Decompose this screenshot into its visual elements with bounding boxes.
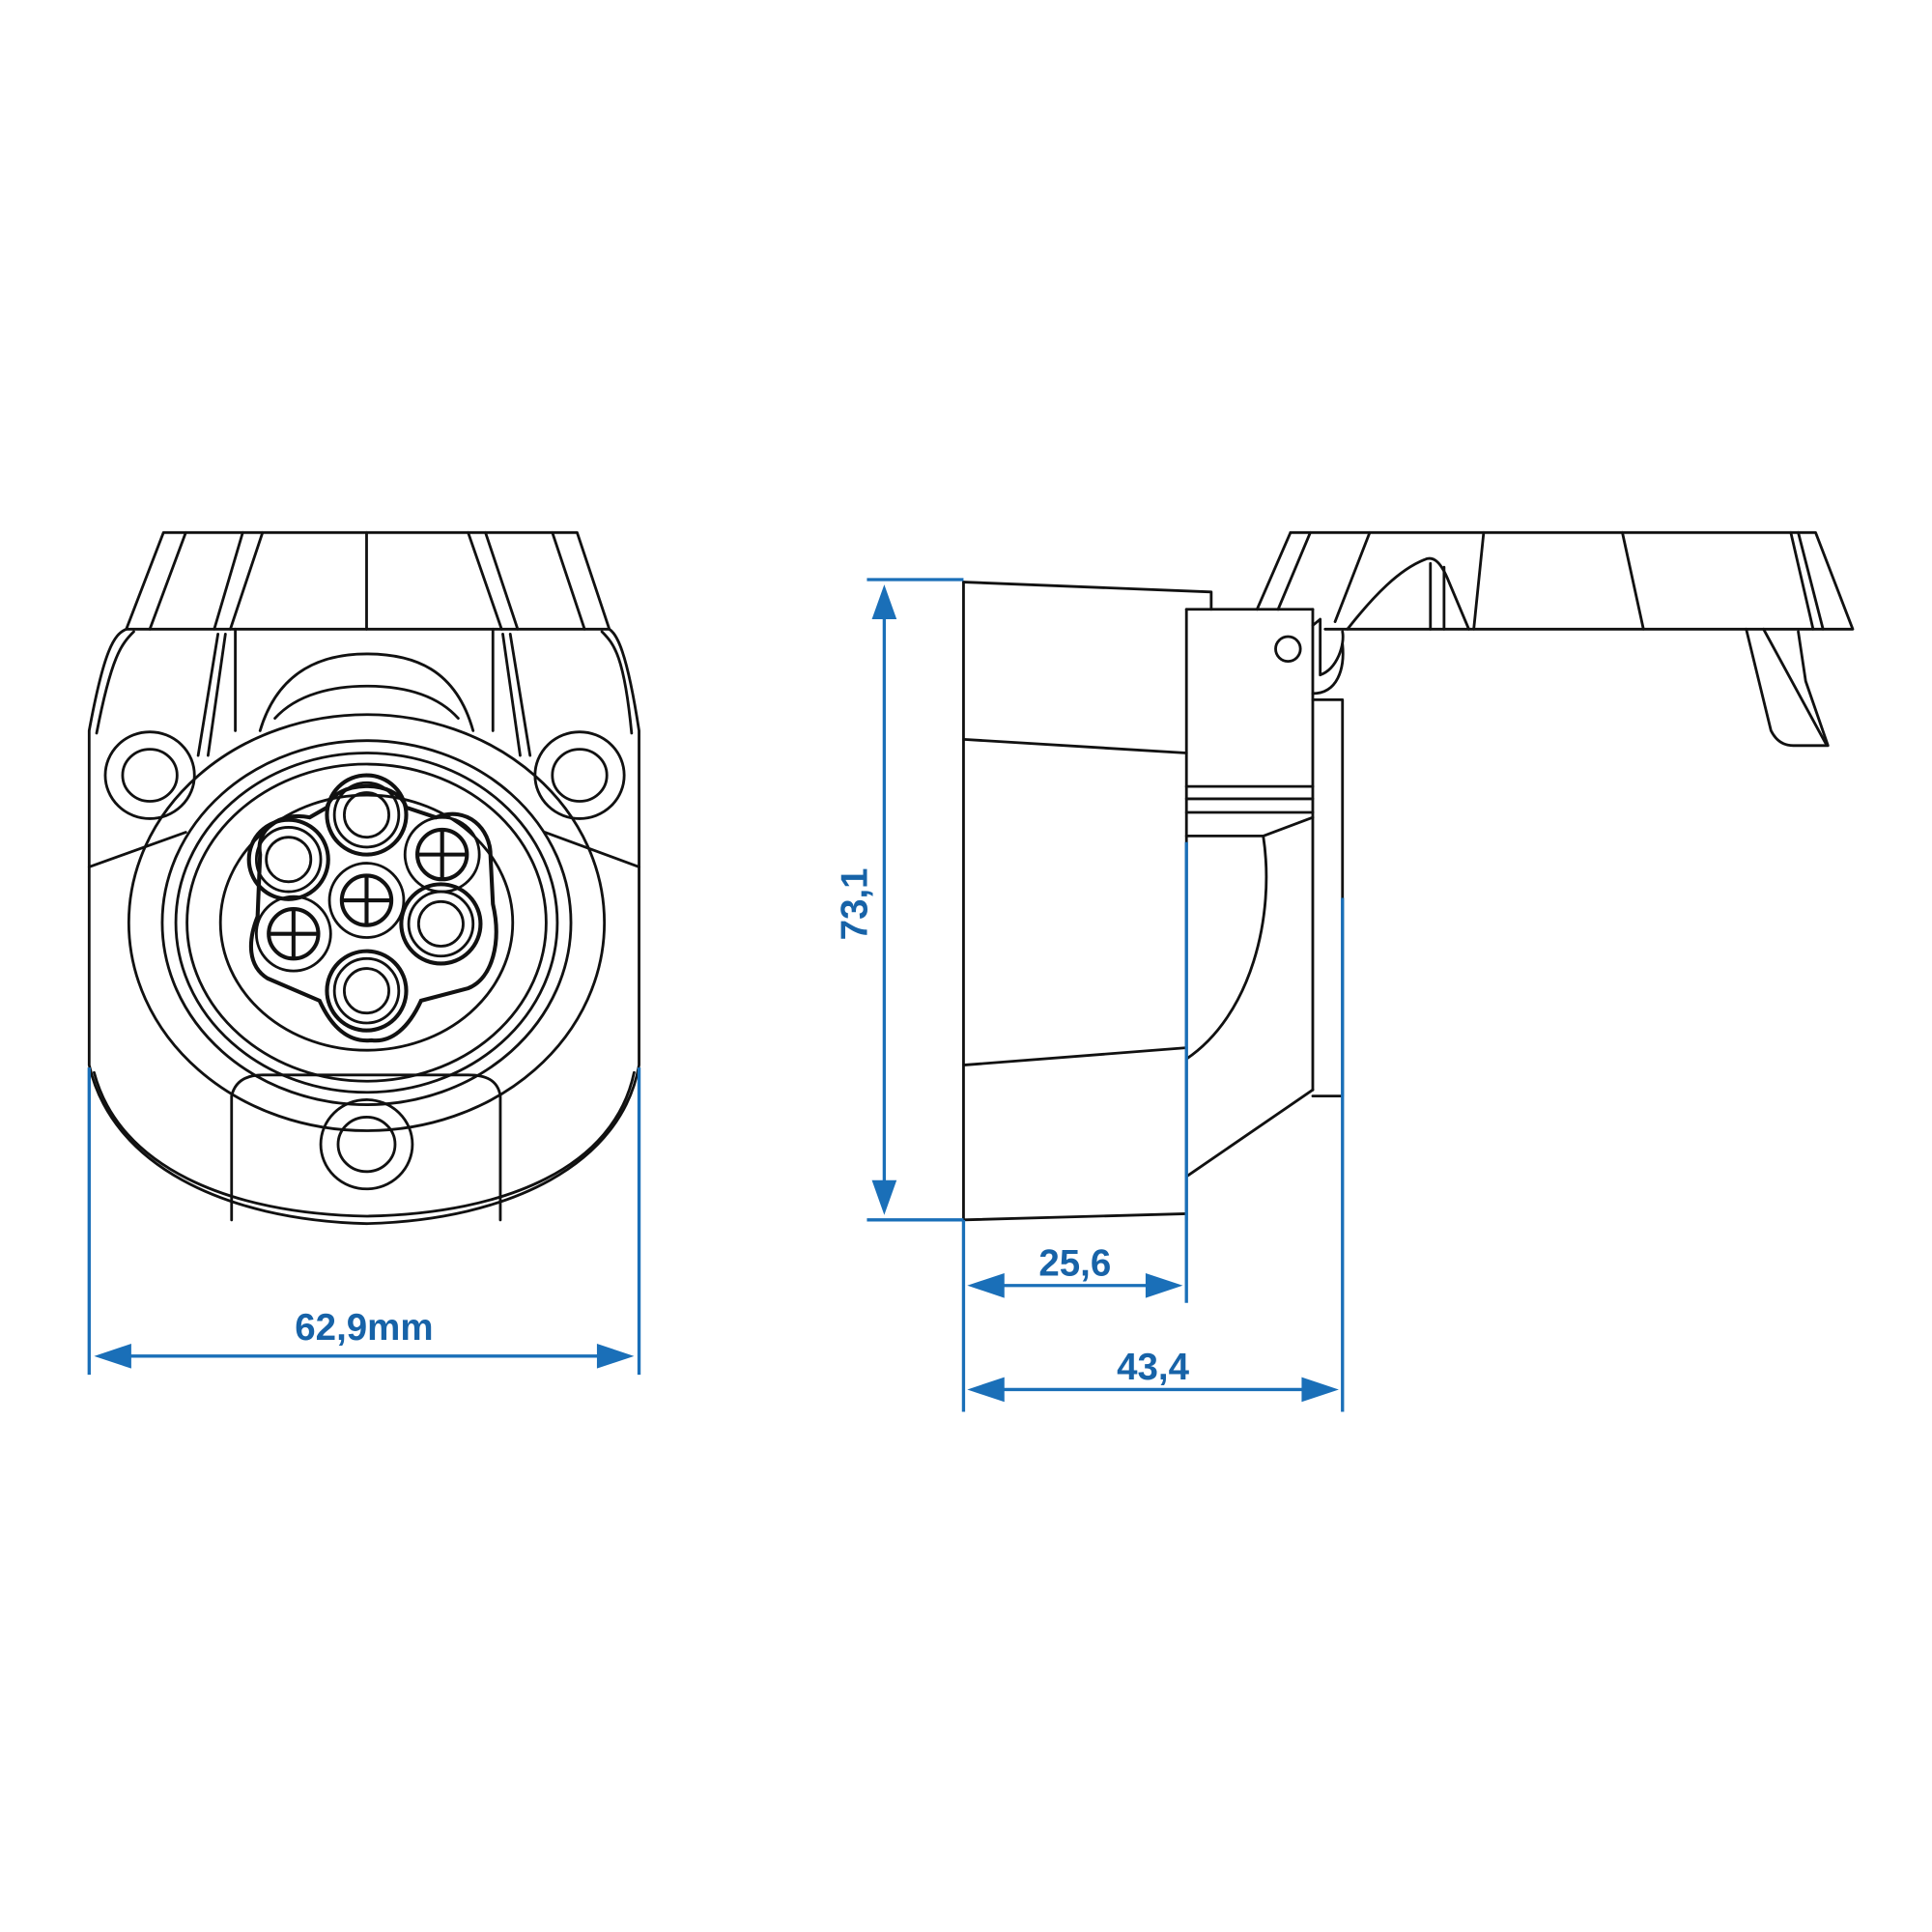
mounting-hole-bottom — [319, 1098, 414, 1191]
mounting-hole-right — [533, 730, 626, 820]
label-side-body-depth: 25,6 — [1038, 1243, 1111, 1285]
pin-upper-left — [246, 817, 330, 901]
side-lid-open — [1255, 530, 1855, 748]
mounting-hole-left — [103, 730, 196, 820]
dimension-front-width — [87, 1067, 641, 1376]
label-side-height: 73,1 — [834, 867, 875, 940]
side-view — [962, 530, 1855, 1222]
label-front-width: 62,9mm — [295, 1307, 433, 1349]
front-view — [87, 530, 640, 1226]
label-side-total-depth: 43,4 — [1117, 1347, 1189, 1388]
socket-face — [160, 739, 573, 1106]
dimension-side-total-depth — [967, 897, 1345, 1412]
pin-center — [327, 862, 406, 939]
front-lid — [125, 530, 611, 631]
pin-bottom — [325, 949, 409, 1033]
pin-lower-left — [254, 895, 332, 973]
pin-top — [325, 773, 409, 857]
dimension-side-height — [867, 578, 964, 1222]
dimension-side-body-depth — [961, 841, 1188, 1412]
pin-upper-right — [403, 815, 481, 894]
pin-lower-right — [399, 882, 483, 966]
